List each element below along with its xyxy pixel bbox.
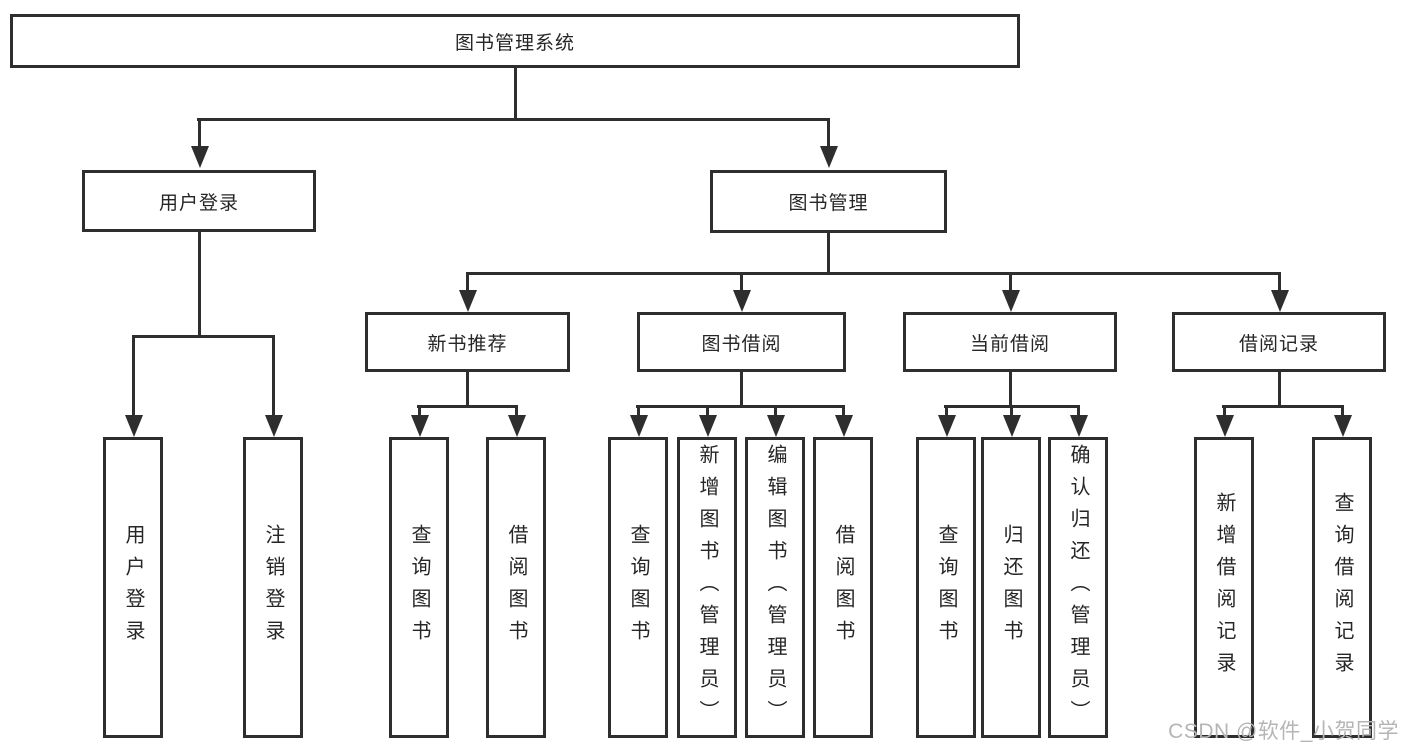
- leaf-records-add-record: 新增借阅记录: [1194, 437, 1254, 738]
- arrow-down-icon: [774, 405, 777, 415]
- node-book-management: 图书管理: [710, 170, 947, 233]
- connector-line: [827, 231, 830, 275]
- arrow-down-icon: [740, 272, 743, 290]
- leaf-user-login: 用户登录: [103, 437, 163, 738]
- leaf-borrow-edit-books-admin: 编辑图书（管理员）: [745, 437, 805, 738]
- arrow-down-icon: [637, 405, 640, 415]
- arrow-down-icon: [827, 118, 830, 146]
- connector-line: [417, 405, 518, 408]
- arrow-down-icon: [418, 405, 421, 415]
- arrow-down-icon: [198, 118, 201, 146]
- connector-line: [466, 272, 1281, 275]
- leaf-borrow-query-books: 查询图书: [608, 437, 668, 738]
- leaf-records-query-record: 查询借阅记录: [1312, 437, 1372, 738]
- leaf-current-return-books: 归还图书: [981, 437, 1041, 738]
- leaf-current-query-books: 查询图书: [916, 437, 976, 738]
- arrow-down-icon: [1223, 405, 1226, 415]
- leaf-current-confirm-return-admin: 确认归还（管理员）: [1048, 437, 1108, 738]
- leaf-logout-login: 注销登录: [243, 437, 303, 738]
- leaf-borrow-borrow-books: 借阅图书: [813, 437, 873, 738]
- arrow-down-icon: [1341, 405, 1344, 415]
- node-borrowing-records: 借阅记录: [1172, 312, 1386, 372]
- arrow-down-icon: [1077, 405, 1080, 415]
- arrow-down-icon: [706, 405, 709, 415]
- connector-line: [132, 335, 275, 338]
- leaf-borrow-add-books-admin: 新增图书（管理员）: [677, 437, 737, 738]
- leaf-recommend-borrow-books: 借阅图书: [486, 437, 546, 738]
- connector-line: [1222, 405, 1344, 408]
- connector-line: [636, 405, 845, 408]
- csdn-watermark: CSDN @软件_小贺同学: [1168, 720, 1399, 743]
- arrow-down-icon: [515, 405, 518, 415]
- connector-line: [197, 118, 830, 121]
- connector-line: [514, 66, 517, 120]
- arrow-down-icon: [1278, 272, 1281, 290]
- connector-line: [1278, 370, 1281, 408]
- node-current-borrowing: 当前借阅: [903, 312, 1117, 372]
- arrow-down-icon: [842, 405, 845, 415]
- arrow-down-icon: [945, 405, 948, 415]
- connector-line: [740, 370, 743, 408]
- node-book-borrowing: 图书借阅: [637, 312, 846, 372]
- connector-line: [466, 370, 469, 408]
- node-new-book-recommend: 新书推荐: [365, 312, 570, 372]
- leaf-recommend-query-books: 查询图书: [389, 437, 449, 738]
- arrow-down-icon: [132, 335, 135, 415]
- arrow-down-icon: [272, 335, 275, 415]
- arrow-down-icon: [1010, 405, 1013, 415]
- arrow-down-icon: [466, 272, 469, 290]
- node-user-login: 用户登录: [82, 170, 316, 232]
- arrow-down-icon: [1009, 272, 1012, 290]
- node-root: 图书管理系统: [10, 14, 1020, 68]
- connector-line: [1009, 370, 1012, 408]
- connector-line: [198, 230, 201, 337]
